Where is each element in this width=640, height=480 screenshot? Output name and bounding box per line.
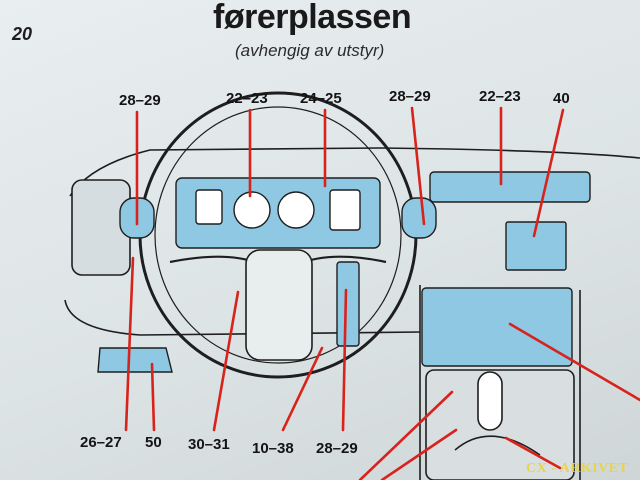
leader-bottom-1 bbox=[124, 256, 135, 432]
centre-switch-stack bbox=[336, 261, 360, 347]
tachometer-gauge bbox=[277, 191, 315, 229]
leader-bottom-5 bbox=[341, 288, 348, 432]
leader-top-4 bbox=[410, 106, 426, 226]
leader-bottom-4 bbox=[281, 346, 324, 432]
gear-lever bbox=[477, 371, 503, 431]
callout-top-5: 22–23 bbox=[479, 88, 521, 105]
callout-bottom-3: 30–31 bbox=[188, 436, 230, 453]
leader-bottom-2 bbox=[150, 362, 156, 432]
archive-watermark: CX - ARKIVET bbox=[526, 461, 629, 476]
leader-console-3 bbox=[504, 436, 562, 470]
page-subtitle: (avhengig av utstyr) bbox=[235, 41, 385, 60]
steering-wheel-hub bbox=[245, 249, 313, 361]
leader-right-1 bbox=[508, 322, 640, 402]
lower-dash-panel bbox=[97, 347, 173, 373]
leader-top-6 bbox=[532, 108, 565, 238]
dashboard-outline bbox=[69, 147, 640, 197]
leader-console-2 bbox=[380, 428, 458, 480]
right-stalk bbox=[401, 197, 437, 239]
callout-bottom-4: 10–38 bbox=[252, 440, 294, 457]
speedometer-gauge bbox=[233, 191, 271, 229]
callout-top-3: 24–25 bbox=[300, 90, 342, 107]
dashboard-lower-edge bbox=[64, 299, 421, 336]
page-title: førerplassen bbox=[213, 0, 412, 36]
callout-top-6: 40 bbox=[553, 90, 570, 107]
callout-top-4: 28–29 bbox=[389, 88, 431, 105]
centre-console bbox=[419, 285, 581, 480]
callout-bottom-1: 26–27 bbox=[80, 434, 122, 451]
callout-bottom-5: 28–29 bbox=[316, 440, 358, 457]
ventilation-panel bbox=[421, 287, 573, 367]
upper-switch-panel bbox=[429, 171, 591, 203]
callout-top-1: 28–29 bbox=[119, 92, 161, 109]
leader-console-1 bbox=[358, 390, 454, 480]
callout-top-2: 22–23 bbox=[226, 90, 268, 107]
page-number: 20 bbox=[12, 24, 33, 44]
leader-bottom-3 bbox=[212, 290, 240, 432]
callout-bottom-2: 50 bbox=[145, 434, 162, 451]
